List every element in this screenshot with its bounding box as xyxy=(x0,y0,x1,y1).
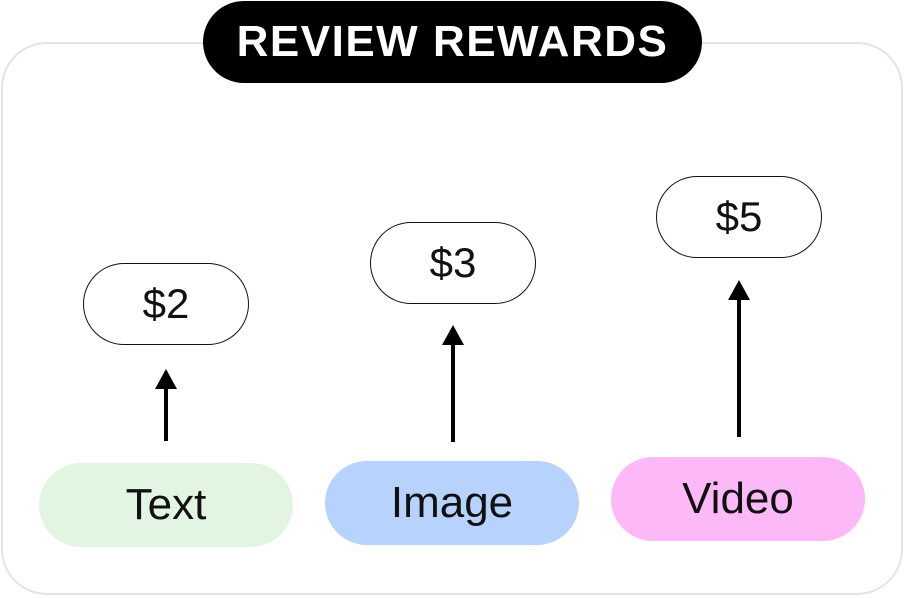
image-price-badge: $3 xyxy=(370,222,536,304)
title-text: REVIEW REWARDS xyxy=(236,17,669,66)
video-category-pill: Video xyxy=(611,457,865,541)
video-price-label: $5 xyxy=(715,193,763,240)
image-arrow-icon xyxy=(438,325,468,442)
video-price-badge: $5 xyxy=(656,176,822,258)
video-arrow-icon xyxy=(724,280,754,437)
text-price-badge: $2 xyxy=(83,263,249,345)
text-category-label: Text xyxy=(125,480,207,529)
text-category-pill: Text xyxy=(39,463,293,547)
title-banner: REVIEW REWARDS xyxy=(203,1,702,83)
text-price-label: $2 xyxy=(142,280,190,327)
text-arrow-icon xyxy=(151,369,181,441)
image-category-pill: Image xyxy=(325,461,579,545)
image-category-label: Image xyxy=(390,478,514,527)
image-price-label: $3 xyxy=(429,239,477,286)
video-category-label: Video xyxy=(682,474,794,523)
